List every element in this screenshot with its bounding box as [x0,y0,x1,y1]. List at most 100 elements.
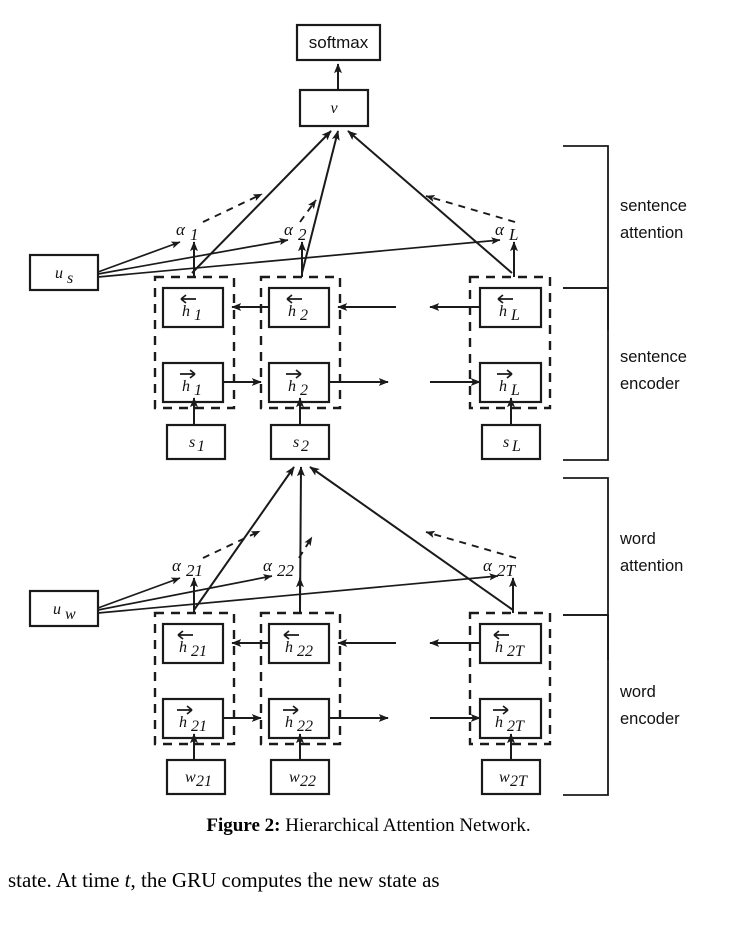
svg-text:w: w [499,769,510,786]
svg-text:s: s [189,434,195,451]
sentence-forward-hL-label: h L [497,369,520,399]
word-group-2 [259,611,342,746]
word-forward-h22-label: h 22 [283,705,313,735]
svg-text:1: 1 [197,438,205,455]
svg-text:2T: 2T [507,643,525,660]
svg-text:2T: 2T [507,718,525,735]
svg-text:attention: attention [620,224,683,242]
svg-text:22: 22 [297,643,313,660]
word-input-w22-box [269,758,331,796]
sentence-backward-h2-label: h 2 [286,294,308,324]
svg-text:α: α [263,556,273,575]
svg-text:h: h [288,378,296,395]
alpha-label-22: α 22 [263,556,295,580]
sentence-backward-h2-box [267,286,331,329]
svg-text:h: h [495,714,503,731]
sentence-input-sL-label: s L [503,434,521,455]
word-input-w21-box [165,758,227,796]
word-input-w21-label: w 21 [185,769,212,790]
document-vector-box [298,88,370,128]
dashed-alpha1-weight [202,193,263,223]
svg-text:α: α [483,556,493,575]
svg-text:encoder: encoder [620,710,680,728]
svg-text:h: h [499,378,507,395]
document-vector-label: v [330,100,338,117]
sentence-backward-hL-box [478,286,543,329]
body-text-pre: state. At time [8,868,125,892]
word-forward-h2T-label: h 2T [493,705,525,735]
line-us-to-alphaL [97,237,501,278]
svg-text:h: h [285,639,293,656]
svg-text:1: 1 [194,382,202,399]
svg-text:attention: attention [620,557,683,575]
sentence-forward-h1-box [161,361,225,404]
word-backward-h2T-label: h 2T [493,630,525,660]
svg-text:h: h [179,714,187,731]
arrow-alphaL-to-v [347,130,513,274]
svg-text:w: w [289,769,300,786]
svg-text:word: word [619,683,656,701]
side-label-word-attention: word attention [619,530,683,575]
alpha-label-1: α 1 [176,220,199,244]
sentence-input-sL-box [480,423,542,461]
sentence-backward-h1-label: h 1 [180,294,202,324]
arrow-alpha1-to-v [191,130,332,274]
bracket-word-attention [563,477,609,616]
svg-text:2: 2 [300,382,308,399]
svg-text:h: h [285,714,293,731]
svg-text:22: 22 [277,561,295,580]
alpha-label-L: α L [495,220,518,244]
side-label-sentence-encoder: sentence encoder [620,348,687,393]
svg-text:h: h [182,378,190,395]
dashed-alpha2-weight [299,199,317,223]
softmax-label: softmax [309,33,369,52]
alpha-label-21: α 21 [172,556,203,580]
svg-text:u: u [55,265,63,282]
svg-text:s: s [67,270,73,287]
svg-text:sentence: sentence [620,197,687,215]
svg-text:L: L [508,225,518,244]
line-uw-to-alpha2T [97,573,499,614]
svg-text:22: 22 [300,773,316,790]
svg-text:h: h [182,303,190,320]
svg-text:α: α [172,556,182,575]
body-text-post: , the GRU computes the new state as [130,868,440,892]
alpha-label-2: α 2 [284,220,307,244]
figure-caption-text: Hierarchical Attention Network. [285,815,531,836]
svg-text:u: u [53,601,61,618]
word-input-w2T-label: w 2T [499,769,528,790]
svg-text:s: s [293,434,299,451]
sentence-input-s2-label: s 2 [293,434,309,455]
line-us-to-alpha1 [97,241,181,273]
svg-text:h: h [495,639,503,656]
body-paragraph: state. At time t, the GRU computes the n… [0,868,737,893]
sentence-group-1 [153,275,236,410]
dashed-alpha22-weight [298,536,313,559]
svg-text:α: α [284,220,294,239]
svg-text:h: h [288,303,296,320]
svg-text:2T: 2T [510,773,528,790]
word-backward-h21-box [161,622,225,665]
word-backward-h21-label: h 21 [177,630,207,660]
dashed-alpha2T-weight [425,530,517,559]
side-label-sentence-attention: sentence attention [620,197,687,242]
word-backward-h22-label: h 22 [283,630,313,660]
sentence-forward-h2-box [267,361,331,404]
sentence-context-box [28,253,100,292]
bracket-sentence-encoder [563,287,609,461]
line-us-to-alpha2 [97,237,289,275]
svg-text:sentence: sentence [620,348,687,366]
svg-text:2: 2 [300,307,308,324]
arrow-alpha2-to-v [301,130,340,274]
arrow-alpha2T-to-s2 [309,466,514,611]
svg-text:h: h [179,639,187,656]
word-context-label: u w [53,601,76,623]
bracket-sentence-attention [563,145,609,289]
sentence-input-s1-label: s 1 [189,434,205,455]
sentence-group-2 [259,275,342,410]
svg-text:w: w [65,606,76,623]
svg-text:21: 21 [191,718,207,735]
sentence-group-L [468,275,552,410]
svg-text:21: 21 [186,561,203,580]
